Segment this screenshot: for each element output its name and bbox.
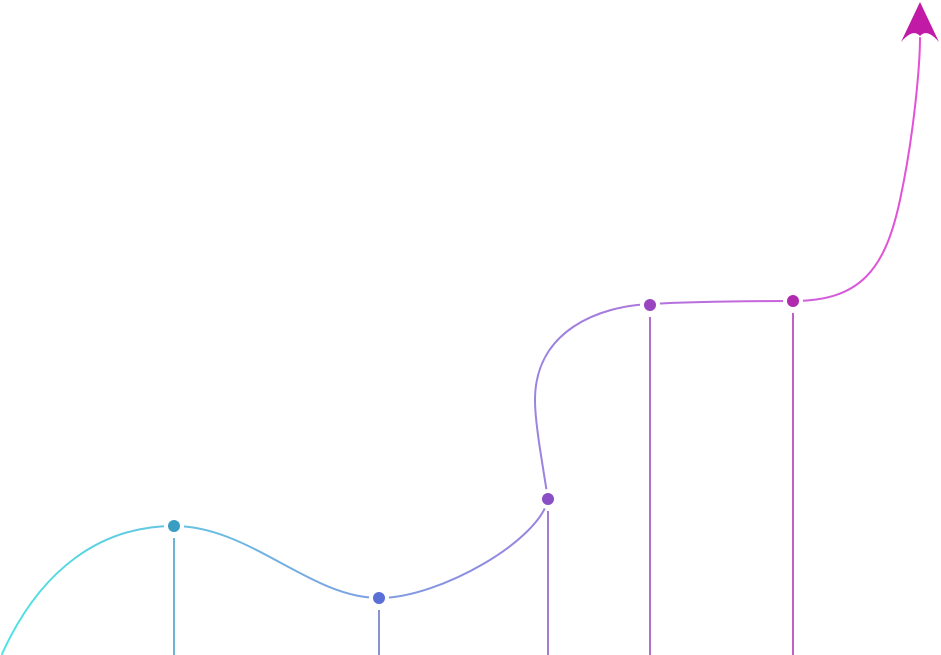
milestone-3-dot xyxy=(542,493,554,505)
milestone-stems xyxy=(173,313,794,655)
arrowhead-icon xyxy=(901,2,939,42)
growth-curve xyxy=(1,37,921,655)
milestone-2-dot xyxy=(373,592,385,604)
milestone-1-dot xyxy=(168,520,180,532)
milestone-5-dot xyxy=(787,295,799,307)
milestone-4-dot xyxy=(644,299,656,311)
milestone-dots xyxy=(164,291,803,608)
